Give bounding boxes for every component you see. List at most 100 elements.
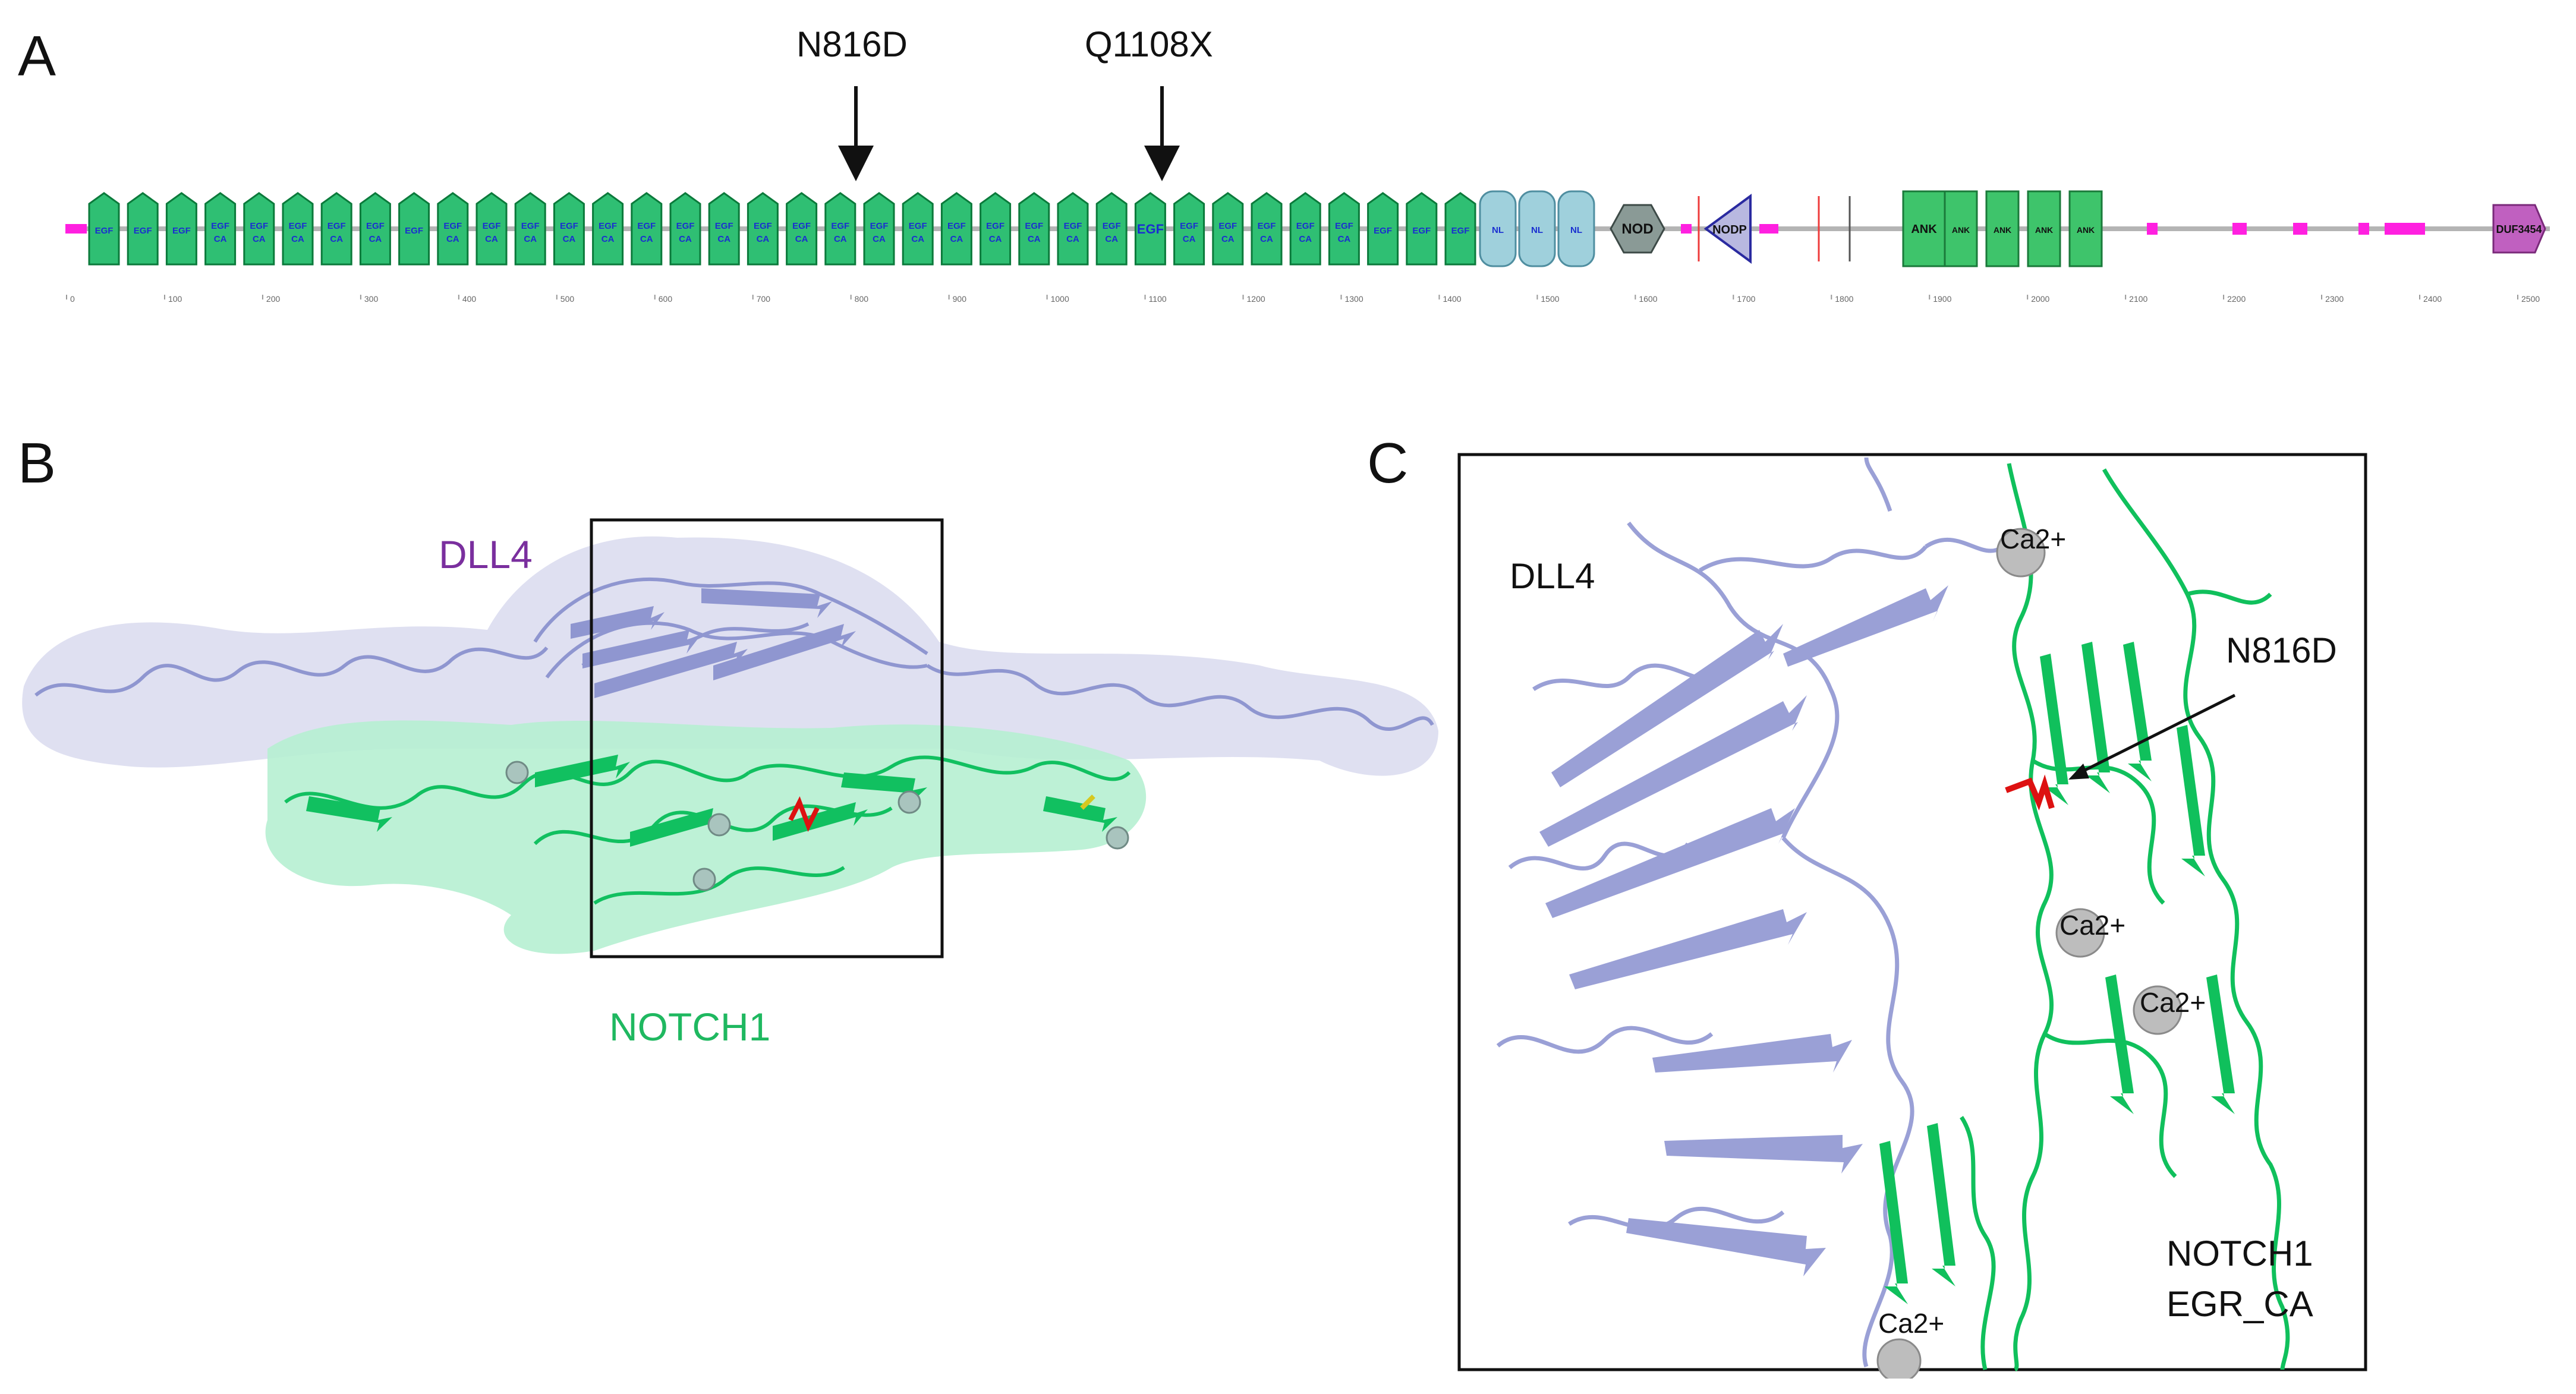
dll4-zoom-label: DLL4	[1510, 556, 1595, 596]
egf-domain-label: CA	[1028, 234, 1041, 244]
egf-domain-label: EGF	[947, 221, 966, 231]
notch1-zoom-label: NOTCH1	[2166, 1234, 2313, 1273]
egf-domain-label: EGF	[1296, 221, 1315, 231]
egf-domain-label: EGF	[870, 221, 889, 231]
panel-b: B DLL4 NOTCH1	[0, 416, 1456, 1099]
egf-domain-label: EGF	[366, 221, 385, 231]
egf-domain-label: CA	[911, 234, 924, 244]
egf-domain-label: CA	[253, 234, 266, 244]
axis-tick-label: 2100	[2129, 294, 2147, 304]
egf-domain: EGF	[88, 192, 120, 266]
egf-domain-label: CA	[1105, 234, 1118, 244]
ank-repeat: ANK	[1902, 190, 1946, 267]
dll4-zoom-beta-sheet	[1539, 585, 1948, 1276]
egf-domain-label: CA	[524, 234, 537, 244]
axis-tick-label: 2500	[2521, 294, 2540, 304]
mutation-label-n816d: N816D	[796, 24, 908, 64]
axis-tick-label: 1000	[1051, 294, 1069, 304]
mutation-site	[788, 796, 820, 832]
nodp-label: NODP	[1712, 223, 1747, 236]
egf-domain-label: EGF	[986, 221, 1004, 231]
egf-domain-label: EGF	[909, 221, 927, 231]
axis-tick-label: 1100	[1149, 294, 1167, 304]
ank-repeat: ANK	[2068, 190, 2103, 267]
egf-domain-label: EGF	[1412, 226, 1431, 236]
egf-domain-label: CA	[717, 234, 730, 244]
egf-domain: EGF CA	[824, 192, 856, 266]
signal-peptide	[65, 224, 87, 234]
egf-domain-label: EGF	[443, 221, 462, 231]
egf-domain: EGF	[1134, 192, 1166, 266]
axis-tick-label: 1600	[1639, 294, 1657, 304]
panel-c: DLL4 N816D Ca2+ Ca2+ Ca2+ Ca2+ NOTCH1 EG…	[1450, 452, 2377, 1379]
axis-tick-label: 800	[855, 294, 869, 304]
axis-tick-label: 300	[364, 294, 379, 304]
axis-tick-label: 1900	[1933, 294, 1951, 304]
egf-domain-label: EGF	[1103, 221, 1121, 231]
egf-domain: EGF CA	[320, 192, 352, 266]
egf-domain-label: EGF	[521, 221, 540, 231]
mutation-site	[2005, 774, 2055, 811]
nodp-domain	[1703, 194, 1752, 264]
egf-domain-label: EGF	[327, 221, 346, 231]
notch1-beta-sheet	[306, 755, 1117, 847]
axis-tick-label: 1500	[1541, 294, 1559, 304]
axis-tick-label: 100	[168, 294, 182, 304]
egf-domain-label: EGF	[1258, 221, 1276, 231]
axis-tick-label: 600	[659, 294, 673, 304]
egf-domain: EGF CA	[1095, 192, 1128, 266]
ca-label-2: Ca2+	[2059, 910, 2126, 941]
egf-domain-label: CA	[291, 234, 304, 244]
nl-domain-1	[1479, 190, 1517, 267]
egf-domain-label: CA	[1066, 234, 1079, 244]
mutation-arrowhead	[2068, 764, 2089, 780]
ca-sphere-1	[1996, 528, 2046, 578]
egf-domain-label: EGF	[1451, 226, 1470, 236]
egf-domain-label: EGF	[211, 221, 229, 231]
zoom-structure	[1457, 453, 2367, 1379]
egf-domain-label: EGF	[1180, 221, 1198, 231]
egf-domain-label: CA	[834, 234, 847, 244]
egf-domain-label: EGF	[831, 221, 849, 231]
egf-domain: EGF CA	[1173, 192, 1205, 266]
complex-structure	[22, 518, 1439, 958]
dll4-label: DLL4	[439, 532, 533, 576]
egf-domain: EGF	[1444, 192, 1476, 266]
axis-tick-label: 2300	[2325, 294, 2344, 304]
nl-domain-3	[1557, 190, 1595, 267]
egf-domain: EGF	[398, 192, 430, 266]
axis-tick-label: 2400	[2423, 294, 2442, 304]
egf-domain-label: CA	[330, 234, 343, 244]
egf-domain-label: EGF	[250, 221, 268, 231]
duf3454-label: DUF3454	[2496, 223, 2542, 235]
egf-domain: EGF	[1367, 192, 1399, 266]
nl-label-2: NL	[1531, 225, 1543, 235]
ank-label: ANK	[2077, 225, 2095, 235]
egf-domain: EGF CA	[1018, 192, 1050, 266]
egf-domain-label: EGF	[754, 221, 772, 231]
egf-domain-label: CA	[1221, 234, 1235, 244]
zoom-box	[590, 518, 944, 958]
egf-domain-label: CA	[1183, 234, 1196, 244]
egf-domain-label: CA	[485, 234, 498, 244]
egf-domain-label: EGF	[1025, 221, 1043, 231]
axis-tick-label: 500	[560, 294, 575, 304]
egf-domains: EGF EGF EGF EGF CA EGF CA EGF CA EGF CA EGF CA EGF EGF…	[88, 192, 1476, 266]
ank-repeat: ANK	[2027, 190, 2061, 267]
dll4-beta-sheet	[571, 588, 856, 698]
axis-tick-label: 0	[70, 294, 75, 304]
egf-domain-label: EGF	[637, 221, 656, 231]
ank-label: ANK	[1911, 223, 1937, 236]
egf-domain-label: CA	[679, 234, 692, 244]
